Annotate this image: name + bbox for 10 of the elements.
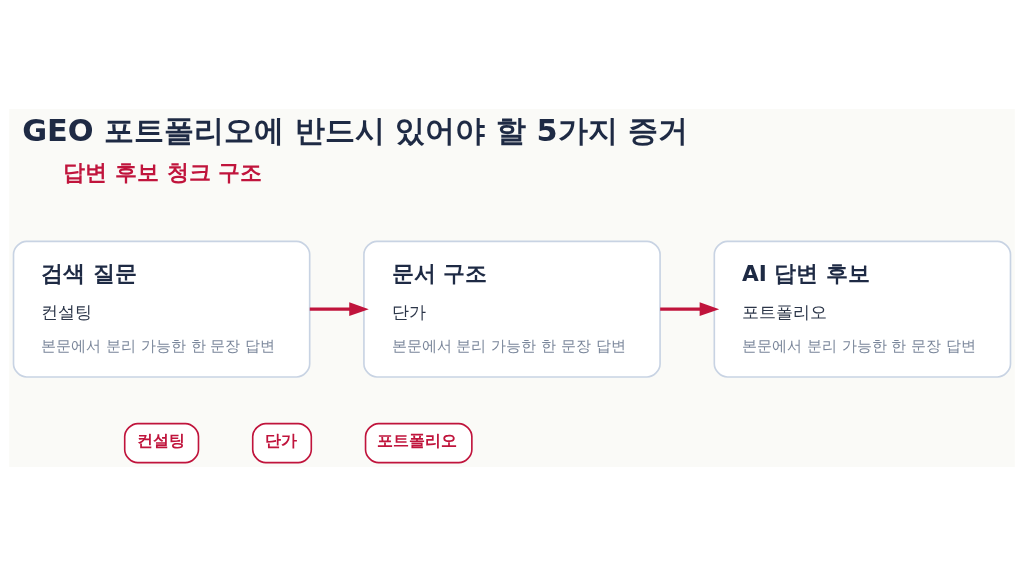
arrow — [660, 302, 720, 316]
diagram-title: GEO 포트폴리오에 반드시 있어야 할 5가지 증거 — [22, 112, 689, 148]
arrow — [309, 302, 369, 316]
node-box: 포트폴리오 — [364, 422, 473, 464]
node-box: 문서 구조 단가 본문에서 분리 가능한 한 문장 답변 — [363, 240, 661, 378]
node-box: AI 답변 후보 포트폴리오 본문에서 분리 가능한 한 문장 답변 — [713, 240, 1012, 378]
node-box: 검색 질문 컨설팅 본문에서 분리 가능한 한 문장 답변 — [12, 240, 311, 378]
node-box: 컨설팅 — [123, 422, 200, 464]
label: 답변 후보 청크 구조 — [63, 159, 263, 185]
node-box: 단가 — [251, 422, 313, 464]
